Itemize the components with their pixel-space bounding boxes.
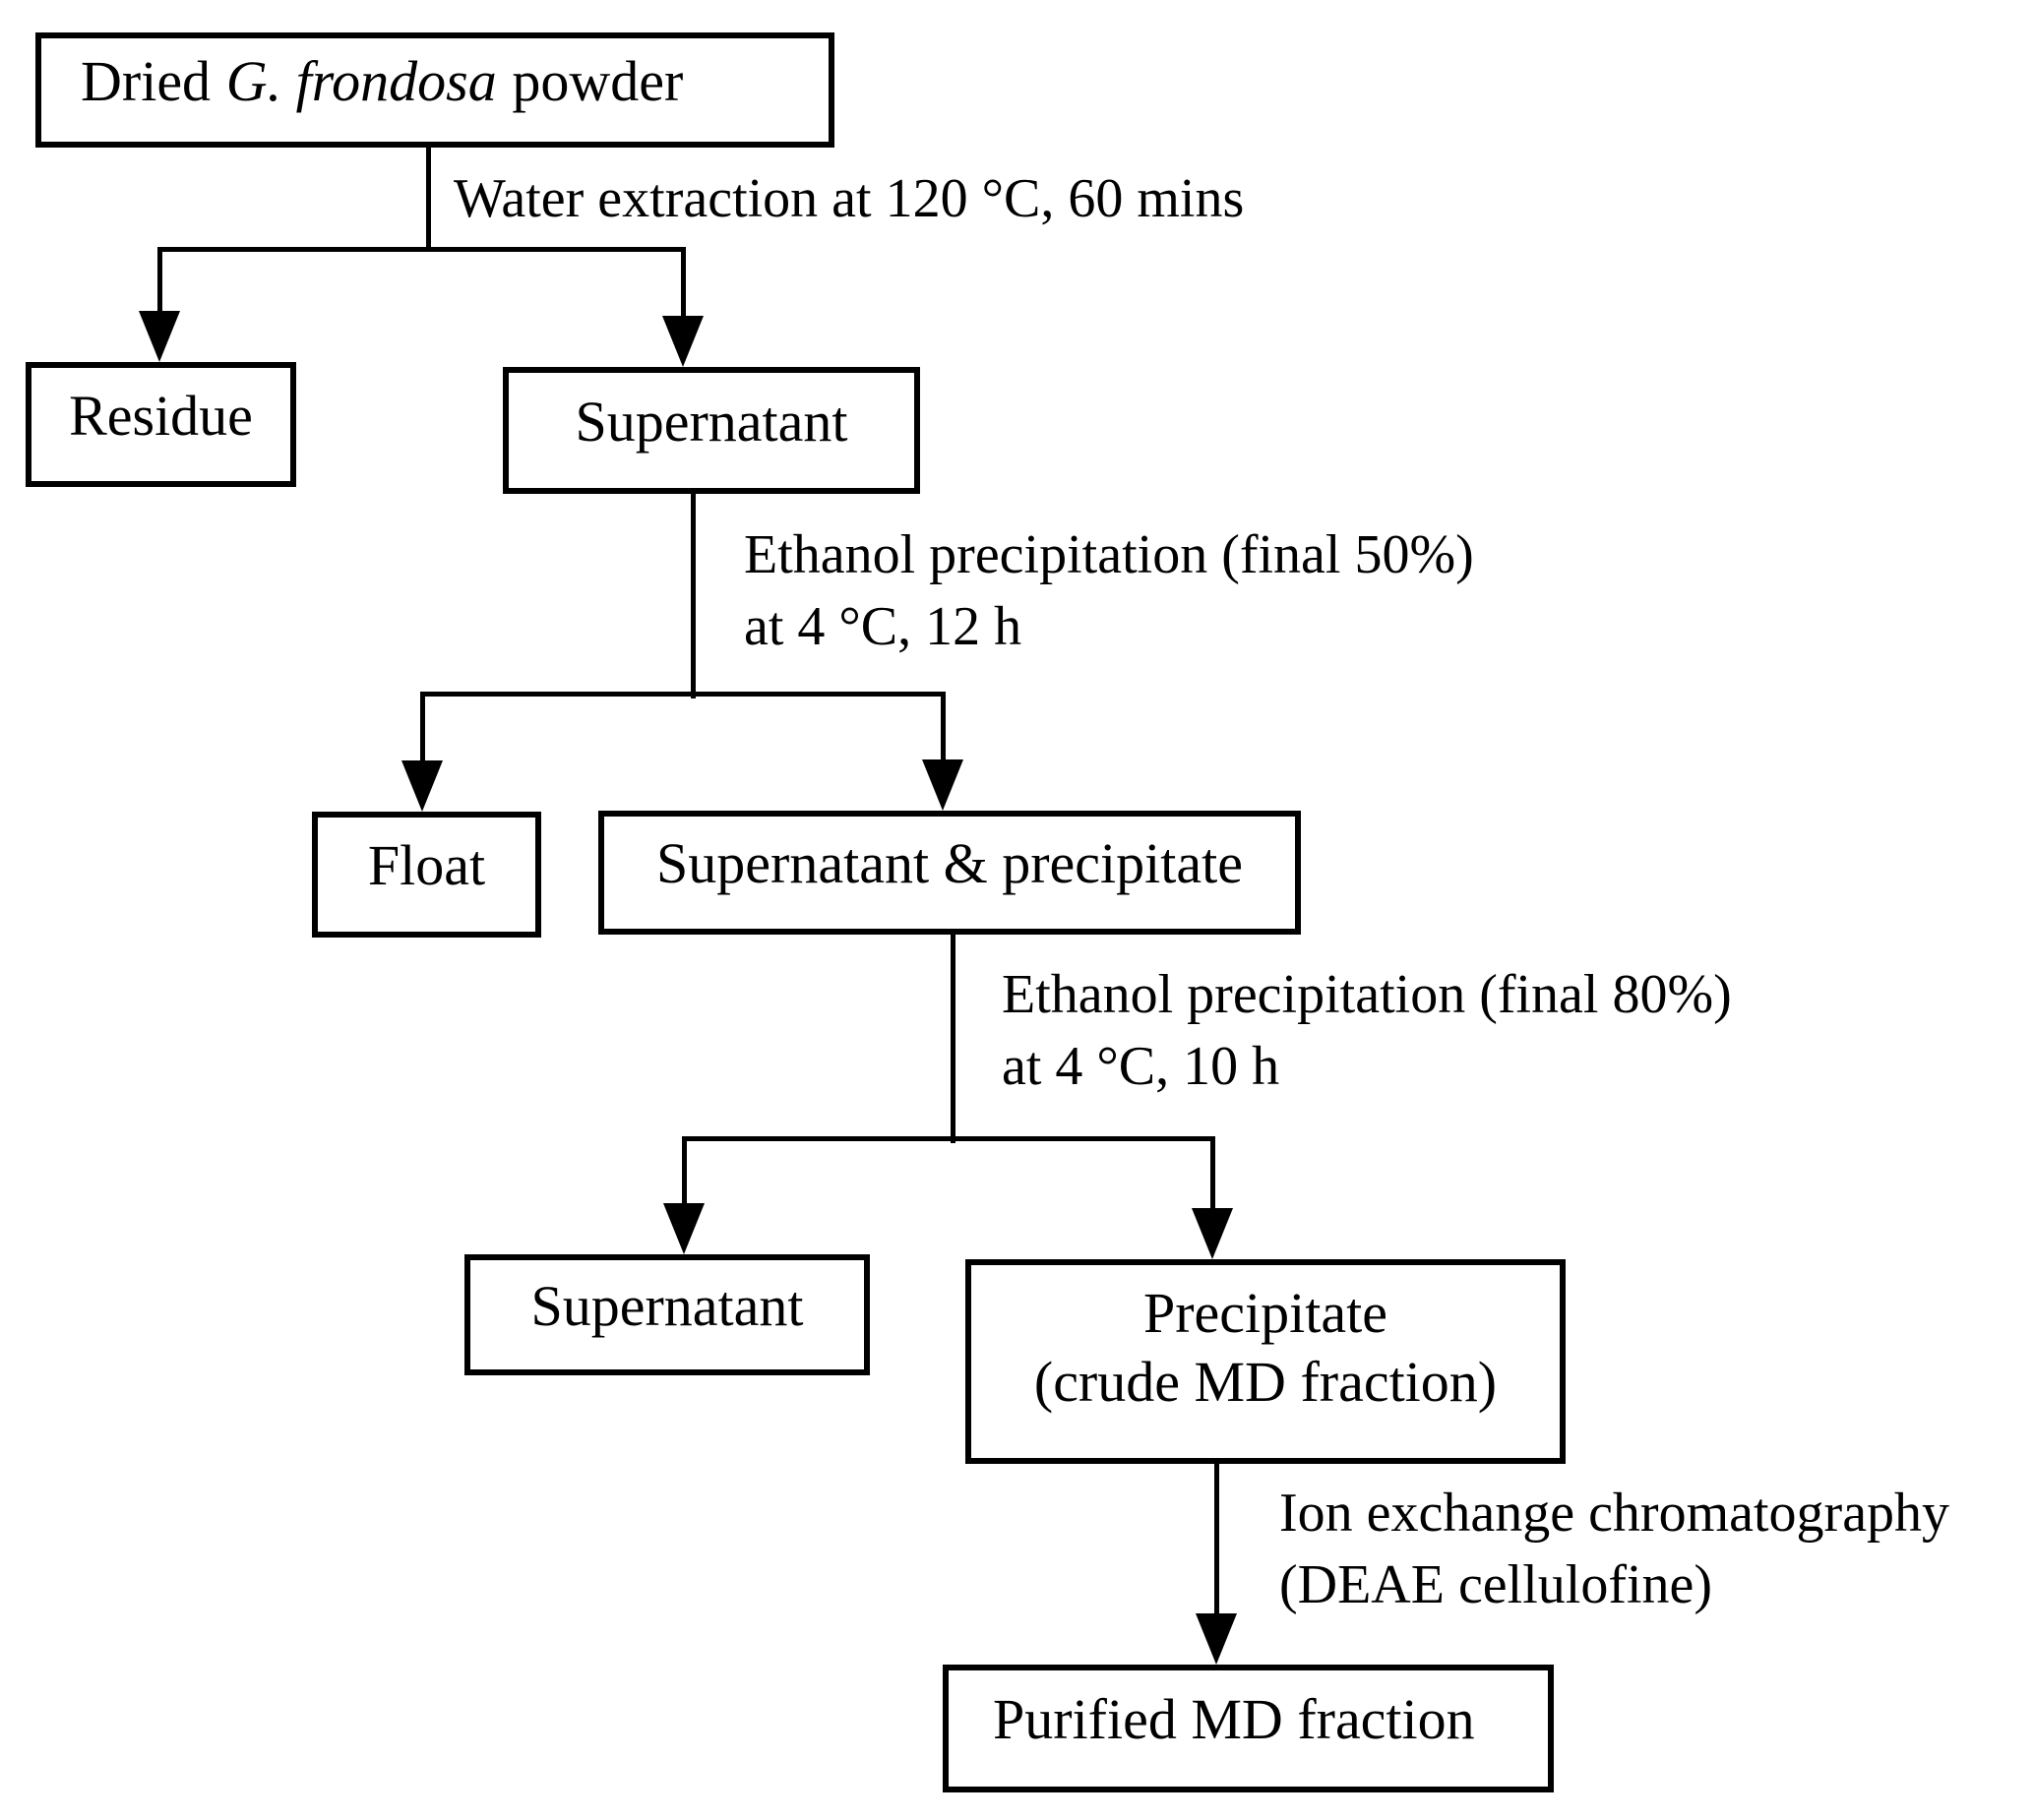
arrow-to-supernatant1-icon	[662, 316, 704, 367]
connector-ethanol80-line	[951, 933, 955, 1143]
connector-ethanol50-line	[691, 492, 696, 698]
box-supernatant-2: Supernatant	[464, 1254, 870, 1375]
box-supernatant-2-label: Supernatant	[530, 1273, 804, 1338]
branch1-horizontal-line	[157, 247, 686, 252]
label-ethanol-80: Ethanol precipitation (final 80%) at 4 °…	[1002, 959, 1732, 1103]
label-ion-exchange-line2: (DEAE cellulofine)	[1279, 1553, 1713, 1615]
branch2-left-line	[420, 692, 425, 760]
box-purified-md-label: Purified MD fraction	[993, 1687, 1475, 1752]
label-ethanol-80-line2: at 4 °C, 10 h	[1002, 1035, 1280, 1097]
label-ethanol-50-line1: Ethanol precipitation (final 50%)	[744, 524, 1474, 585]
box-precipitate-label-line2: (crude MD fraction)	[1033, 1350, 1498, 1414]
box-precipitate-crude-md: Precipitate (crude MD fraction)	[965, 1259, 1566, 1464]
box-precipitate-label-line1: Precipitate	[1142, 1281, 1387, 1346]
box-purified-md: Purified MD fraction	[943, 1665, 1554, 1792]
arrow-to-purified-icon	[1196, 1613, 1237, 1665]
label-ion-exchange-line1: Ion exchange chromatography	[1279, 1483, 1950, 1544]
box-supernatant-1-label: Supernatant	[575, 389, 848, 454]
box-float: Float	[312, 812, 541, 938]
box-supernatant-precipitate-label: Supernatant & precipitate	[656, 831, 1243, 896]
box-float-label: Float	[367, 833, 486, 898]
branch2-right-line	[941, 692, 946, 759]
label-ethanol-50: Ethanol precipitation (final 50%) at 4 °…	[744, 519, 1474, 663]
arrow-to-supernatant-precipitate-icon	[922, 759, 963, 811]
box-residue-label: Residue	[69, 383, 253, 448]
connector-ion-exchange-line	[1214, 1462, 1219, 1613]
label-ethanol-50-line2: at 4 °C, 12 h	[744, 595, 1022, 657]
label-ion-exchange: Ion exchange chromatography (DEAE cellul…	[1279, 1478, 1949, 1621]
arrow-to-residue-icon	[139, 311, 180, 362]
branch1-left-line	[157, 247, 162, 313]
label-ethanol-80-line1: Ethanol precipitation (final 80%)	[1002, 964, 1732, 1025]
branch3-left-line	[682, 1136, 687, 1203]
species-name-italic: G. frondosa	[225, 48, 497, 113]
branch1-right-line	[681, 247, 686, 318]
label-water-extraction: Water extraction at 120 °C, 60 mins	[454, 168, 1245, 229]
branch3-horizontal-line	[682, 1136, 1215, 1141]
box-residue: Residue	[26, 362, 296, 487]
connector-source-line	[426, 146, 431, 252]
branch2-horizontal-line	[420, 692, 946, 697]
branch3-right-line	[1210, 1136, 1215, 1208]
arrow-to-supernatant2-icon	[663, 1203, 705, 1254]
box-supernatant-precipitate: Supernatant & precipitate	[598, 811, 1301, 935]
arrow-to-precipitate-icon	[1192, 1208, 1233, 1259]
box-supernatant-1: Supernatant	[503, 367, 920, 494]
arrow-to-float-icon	[401, 760, 443, 812]
